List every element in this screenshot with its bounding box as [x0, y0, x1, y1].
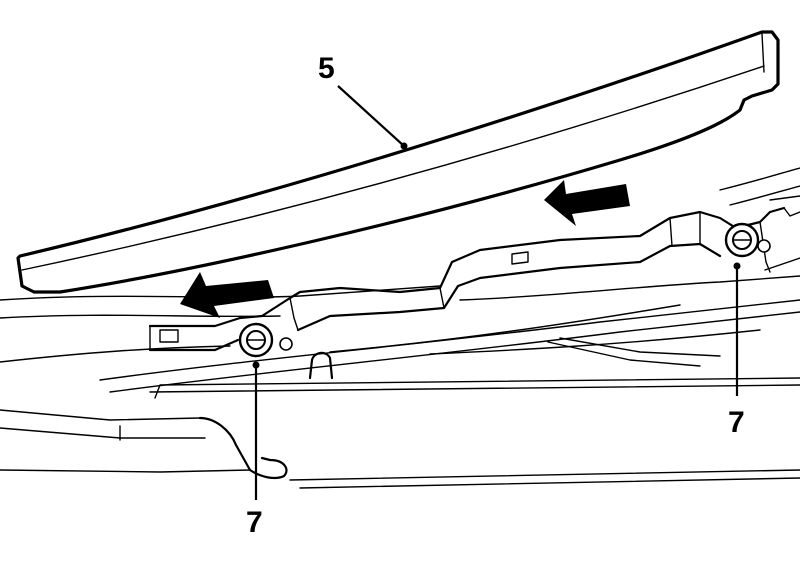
hook-bracket: [119, 351, 334, 480]
leader-line-5: [337, 85, 408, 150]
trim-strip: [16, 30, 780, 294]
callout-7-left: 7: [246, 506, 263, 539]
leader-line-7-left: [252, 361, 260, 500]
body-frame: [0, 167, 800, 489]
callout-7-right: 7: [728, 406, 745, 439]
leader-line-7-right: [733, 262, 741, 396]
arrow-up-icon: [544, 180, 630, 226]
callout-5: 5: [318, 52, 335, 85]
arrow-up-icon: [180, 272, 274, 318]
bolt-icon: [724, 222, 771, 258]
bolt-icon: [238, 322, 293, 358]
